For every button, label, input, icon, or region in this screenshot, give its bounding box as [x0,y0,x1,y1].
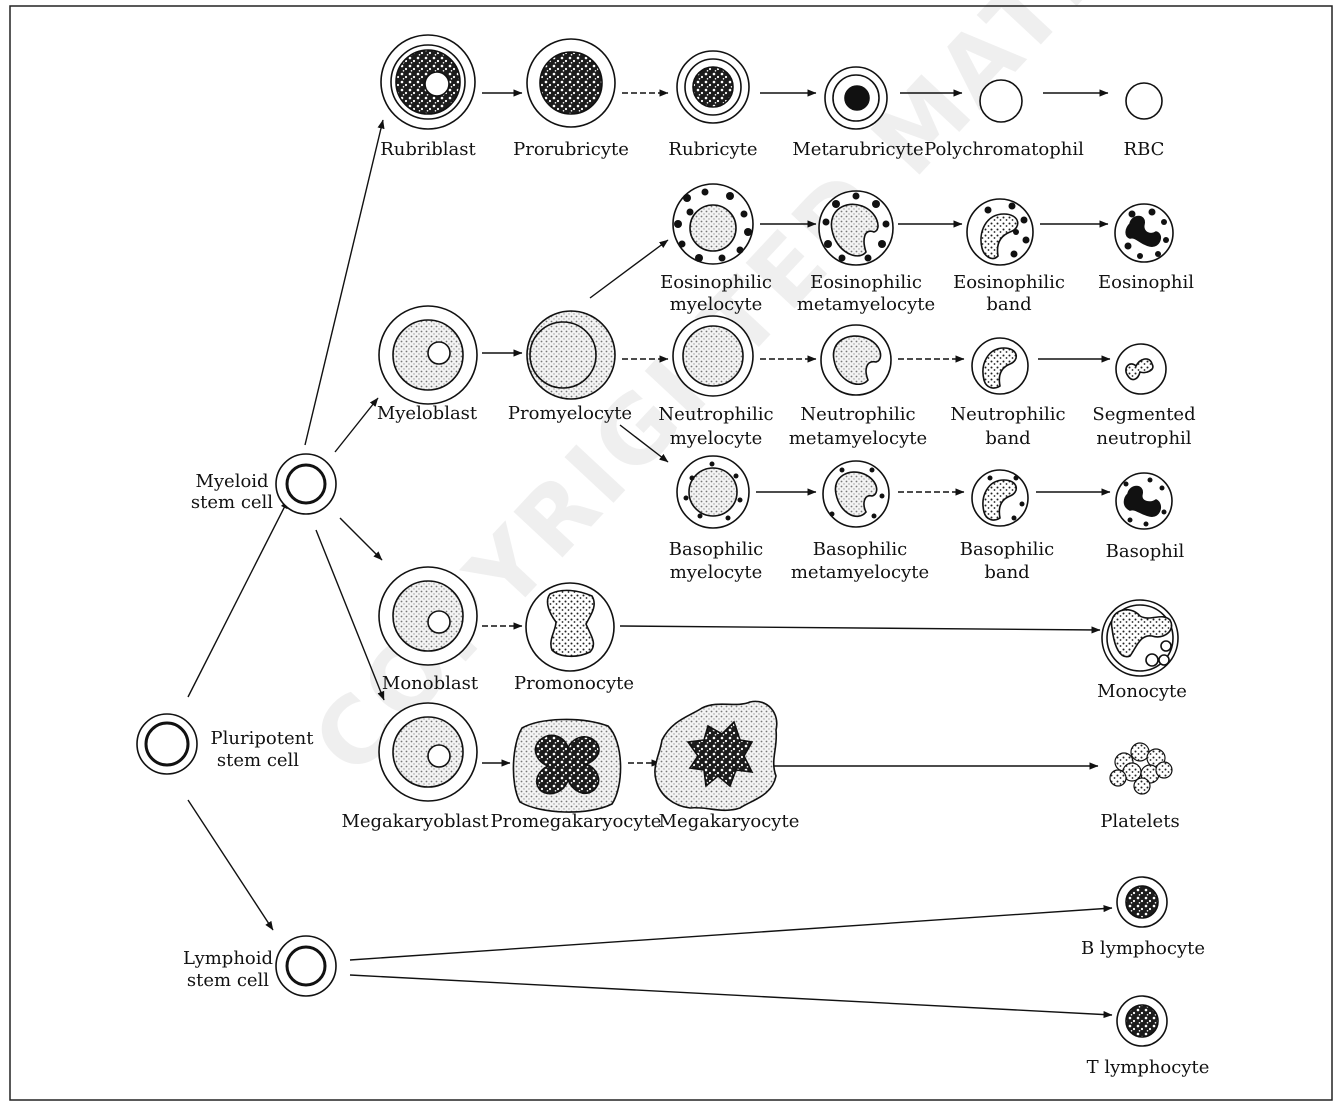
neutrophilic-metamyelocyte-cell [820,324,892,396]
pluripotent-stem-cell [136,713,198,775]
label-neu-band-1: Neutrophilic [950,404,1065,425]
label-neu-myelocyte-1: Neutrophilic [658,404,773,425]
monocyte-cell [1101,599,1179,677]
label-baso-myelocyte-1: Basophilic [669,539,764,560]
label-baso-metamyelocyte-1: Basophilic [813,539,908,560]
label-lymphoid-line2: stem cell [187,970,269,991]
label-segmented-1: Segmented [1092,404,1195,425]
arrow-pluripotent-to-lymphoid [187,799,274,931]
eosinophilic-band-cell [966,198,1034,266]
arrow-lymphoid-to-t-lymphocyte [349,974,1113,1019]
myeloid-stem-cell [275,453,337,515]
monoblast-cell [378,566,478,666]
label-platelets: Platelets [1100,811,1179,832]
label-baso-metamyelocyte-2: metamyelocyte [791,562,929,583]
label-promonocyte: Promonocyte [514,673,634,694]
label-eos-band-2: band [986,294,1031,315]
label-baso-band-1: Basophilic [960,539,1055,560]
label-rbc: RBC [1124,139,1165,160]
arrows [187,89,1113,1019]
arrow-myeloid-to-rubriblast [304,119,385,446]
label-prorubricyte: Prorubricyte [513,139,629,160]
prorubricyte-cell [526,38,616,128]
label-rubriblast: Rubriblast [380,139,476,160]
label-segmented-2: neutrophil [1096,428,1191,449]
label-megakaryoblast: Megakaryoblast [341,811,489,832]
label-myeloid-line2: stem cell [191,492,273,513]
rubricyte-cell [676,50,750,124]
rbc-cell [1125,82,1163,120]
eosinophilic-myelocyte-cell [672,183,754,265]
label-neu-metamyelocyte-2: metamyelocyte [789,428,927,449]
label-eos-metamyelocyte-1: Eosinophilic [810,272,922,293]
label-basophil: Basophil [1106,541,1185,562]
label-pluripotent-line2: stem cell [217,750,299,771]
lymphoid-stem-cell [275,935,337,997]
arrow-myeloid-to-monoblast [339,517,383,561]
label-eos-myelocyte-2: myelocyte [670,294,763,315]
arrow-myeloid-to-megakaryoblast [315,529,385,701]
cells [136,34,1179,1047]
label-pluripotent-line1: Pluripotent [211,728,315,749]
metarubricyte-cell [824,66,888,130]
label-monocyte: Monocyte [1097,681,1187,702]
segmented-neutrophil-cell [1115,343,1167,395]
eosinophilic-metamyelocyte-cell [818,190,894,266]
myeloblast-cell [378,305,478,405]
label-neu-metamyelocyte-1: Neutrophilic [800,404,915,425]
label-myeloblast: Myeloblast [377,403,478,424]
megakaryoblast-cell [378,702,478,802]
label-promegakaryocyte: Promegakaryocyte [491,811,662,832]
labels: Pluripotent stem cell Myeloid stem cell … [183,139,1209,1078]
basophilic-myelocyte-cell [676,455,750,529]
basophilic-metamyelocyte-cell [822,460,890,528]
neutrophilic-myelocyte-cell [672,315,754,397]
label-monoblast: Monoblast [382,673,479,694]
label-polychromatophil: Polychromatophil [924,139,1084,160]
label-eos-band-1: Eosinophilic [953,272,1065,293]
arrow-myeloid-to-myeloblast [334,397,379,453]
label-baso-band-2: band [984,562,1029,583]
arrow-lymphoid-to-b-lymphocyte [349,904,1113,961]
arrow-promyelocyte-to-basophilic-myelocyte [619,424,669,463]
label-eos-metamyelocyte-2: metamyelocyte [797,294,935,315]
label-eos-myelocyte-1: Eosinophilic [660,272,772,293]
promonocyte-cell [525,582,615,672]
polychromatophil-cell [979,79,1023,123]
megakaryocyte-cell [654,700,778,812]
basophil-cell [1115,472,1173,530]
b-lymphocyte-cell [1116,876,1168,928]
eosinophil-cell [1114,203,1174,263]
neutrophilic-band-cell [971,337,1029,395]
label-promyelocyte: Promyelocyte [508,403,632,424]
label-megakaryocyte: Megakaryocyte [659,811,800,832]
label-rubricyte: Rubricyte [668,139,757,160]
rubriblast-cell [380,34,476,130]
label-b-lymphocyte: B lymphocyte [1081,938,1205,959]
frame-border [9,5,1333,1101]
label-eosinophil: Eosinophil [1098,272,1194,293]
label-neu-myelocyte-2: myelocyte [670,428,763,449]
label-baso-myelocyte-2: myelocyte [670,562,763,583]
label-metarubricyte: Metarubricyte [792,139,923,160]
basophilic-band-cell [971,469,1029,527]
arrow-promonocyte-to-monocyte [619,625,1101,634]
label-myeloid-line1: Myeloid [195,471,268,492]
promegakaryocyte-cell [512,718,622,813]
arrow-pluripotent-to-myeloid [187,499,289,698]
label-lymphoid-line1: Lymphoid [183,948,273,969]
promyelocyte-cell [526,310,616,400]
arrow-promyelocyte-to-eosinophilic-myelocyte [589,239,669,299]
label-neu-band-2: band [985,428,1030,449]
label-t-lymphocyte: T lymphocyte [1087,1057,1210,1078]
platelets-cluster [1109,742,1173,795]
t-lymphocyte-cell [1116,995,1168,1047]
